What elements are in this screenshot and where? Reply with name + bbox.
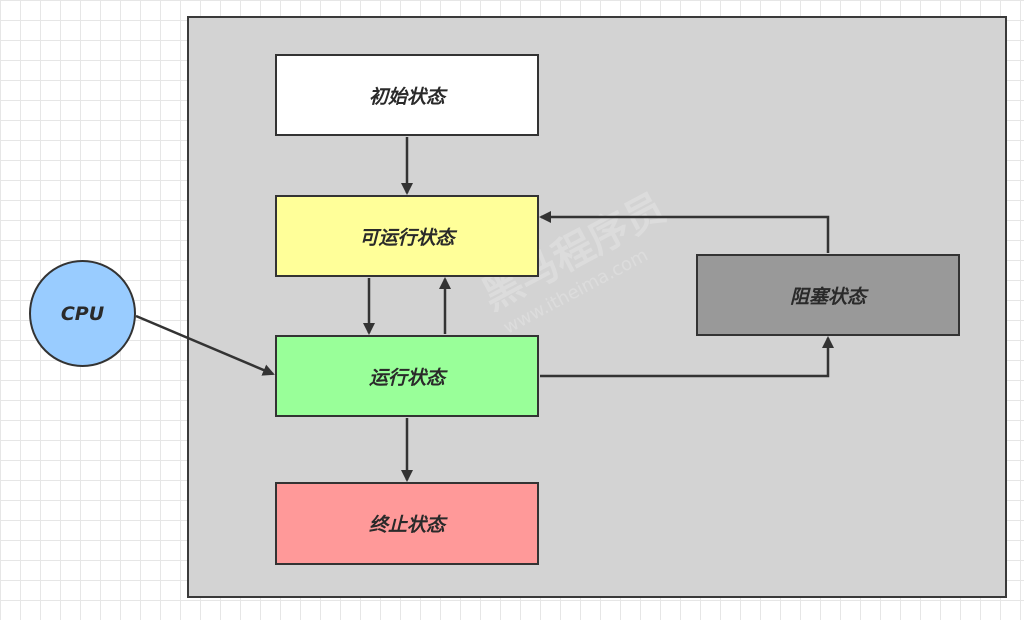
state-initial: 初始状态	[275, 54, 539, 136]
state-running: 运行状态	[275, 335, 539, 417]
state-runnable: 可运行状态	[275, 195, 539, 277]
state-blocked: 阻塞状态	[696, 254, 960, 336]
state-terminated: 终止状态	[275, 482, 539, 565]
cpu-node: CPU	[29, 260, 136, 367]
